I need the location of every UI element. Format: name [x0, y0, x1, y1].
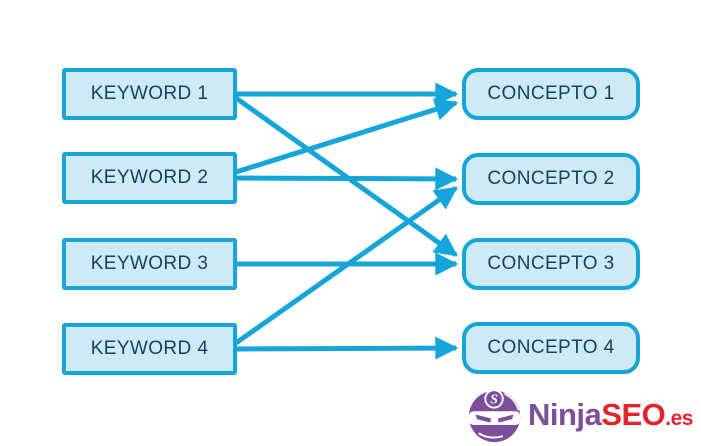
- head-highlight: [504, 392, 520, 411]
- node-keyword-1: KEYWORD 1: [62, 68, 237, 120]
- left-pupil: [484, 418, 488, 421]
- ninjaseo-wordmark: NinjaSEO.es: [528, 397, 693, 433]
- wordmark-ninja: Ninja: [528, 397, 602, 432]
- node-keyword-4: KEYWORD 4: [62, 323, 237, 375]
- connector-arrow: [234, 185, 458, 346]
- s-badge-letter: S: [490, 391, 498, 406]
- node-concepto-4: CONCEPTO 4: [462, 322, 640, 374]
- node-label: KEYWORD 4: [90, 338, 209, 359]
- node-label: CONCEPTO 2: [487, 168, 615, 189]
- node-label: KEYWORD 3: [90, 253, 209, 274]
- left-eye: [475, 414, 492, 423]
- node-concepto-3: CONCEPTO 3: [462, 238, 640, 290]
- wordmark-seo: SEO: [601, 397, 666, 432]
- right-eye: [497, 414, 514, 423]
- connector-arrow: [235, 98, 459, 175]
- node-label: KEYWORD 1: [90, 83, 209, 104]
- node-concepto-1: CONCEPTO 1: [462, 68, 640, 120]
- ninjaseo-logo: S NinjaSEO.es: [466, 386, 694, 444]
- ninja-icon: S: [468, 388, 521, 442]
- s-badge: [484, 388, 504, 409]
- chin-line: [478, 432, 504, 439]
- node-keyword-2: KEYWORD 2: [62, 152, 237, 204]
- node-label: CONCEPTO 1: [487, 83, 615, 104]
- node-label: KEYWORD 2: [90, 167, 209, 188]
- right-pupil: [501, 418, 505, 421]
- node-label: CONCEPTO 4: [487, 337, 615, 358]
- node-label: CONCEPTO 3: [487, 253, 615, 274]
- node-concepto-2: CONCEPTO 2: [462, 153, 640, 205]
- node-keyword-3: KEYWORD 3: [62, 238, 237, 290]
- headband: [468, 410, 521, 425]
- connector-arrow: [235, 167, 459, 191]
- connector-arrow: [235, 336, 459, 360]
- wordmark-tld: .es: [665, 407, 693, 430]
